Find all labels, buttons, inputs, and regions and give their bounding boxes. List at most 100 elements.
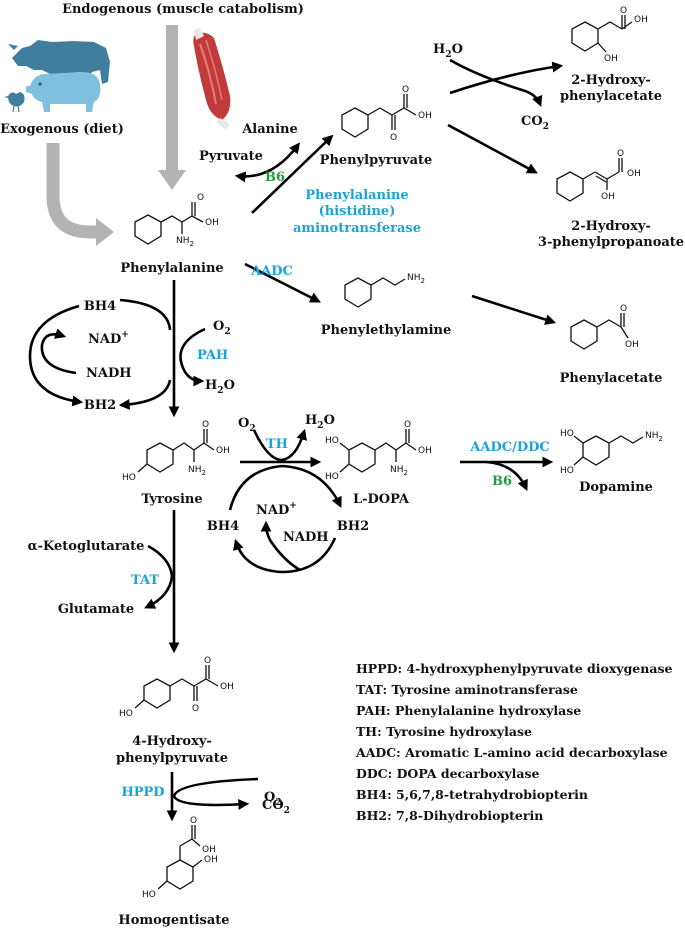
legend-item: AADC: Aromatic L-amino acid decarboxylas… [355, 745, 668, 760]
atom-oh: OH [216, 446, 230, 456]
atom-ho: HO [142, 890, 156, 900]
hydroxyphenylpyruvate-label-2: phenylpyruvate [116, 751, 228, 766]
phenylethylamine-to-phenylacetate-arrow [471, 294, 557, 325]
hppd-o2-co2-arc [172, 777, 259, 810]
homogentisate-structure: O OH OH HO [142, 816, 218, 900]
h2o-label: H2O [305, 413, 335, 431]
atom-oh: OH [601, 192, 615, 202]
atom-oh: OH [418, 111, 432, 121]
pyruvate-alanine-arc [234, 142, 300, 183]
endogenous-label: Endogenous (muscle catabolism) [62, 2, 304, 17]
bh2-left-arc [28, 355, 84, 407]
ldopa-label: L-DOPA [353, 492, 410, 507]
atom-nh2: NH2 [176, 236, 194, 248]
h2o-label: H2O [433, 42, 463, 60]
atom-oh: OH [220, 682, 234, 692]
pat-label-1: Phenylalanine [305, 188, 408, 203]
phenylethylamine-label: Phenylethylamine [321, 323, 452, 338]
dopamine-structure: NH2 HO HO [560, 429, 663, 476]
atom-oh: OH [634, 15, 648, 25]
bh2-label: BH2 [337, 519, 369, 534]
tat-arc [144, 544, 174, 609]
alpha-ketoglutarate-label: α-Ketoglutarate [28, 539, 145, 554]
glutamate-label: Glutamate [58, 602, 134, 617]
hydroxyphenylpyruvate-structure: O O OH HO [119, 656, 234, 719]
atom-o: O [404, 420, 411, 430]
nadh-nad-arc [40, 328, 77, 375]
legend-item: BH4: 5,6,7,8-tetrahydrobiopterin [356, 787, 588, 802]
bh2-label: BH2 [84, 398, 116, 413]
atom-nh2: NH2 [390, 465, 408, 477]
nadh-label: NADH [283, 530, 329, 545]
co2-label: CO2 [521, 114, 549, 132]
atom-oh: OH [625, 340, 639, 350]
th-o2-h2o-arc [252, 428, 307, 462]
phenylalanine-to-phenylethylamine-arrow [244, 262, 321, 303]
o2-label: O2 [238, 416, 256, 434]
chicken-icon [4, 92, 25, 113]
bh4-to-pah [119, 298, 172, 331]
b6-label: B6 [265, 170, 285, 185]
endogenous-arrow [158, 25, 186, 190]
atom-o: O [204, 656, 211, 666]
b6-decarboxylation-arc [485, 460, 528, 491]
th-bh4-bh2-arc [228, 464, 342, 511]
hydroxyphenylacetate-label-2: phenylacetate [560, 89, 662, 104]
phenylpyruvate-structure: O O OH [341, 85, 432, 143]
atom-nh2: NH2 [407, 273, 425, 285]
bh4-left-arc [28, 304, 80, 357]
nad-label: NAD+ [88, 330, 129, 347]
atom-nh2: NH2 [645, 431, 663, 443]
phenylethylamine-structure: NH2 [344, 273, 425, 308]
b6-label: B6 [492, 474, 512, 489]
aadc-label: AADC [250, 264, 293, 279]
hydroxyphenylpropanoate-label-1: 2-Hydroxy- [571, 219, 651, 234]
atom-o: O [390, 133, 397, 143]
aadc-ddc-label: AADC/DDC [469, 440, 549, 455]
bh4-label: BH4 [207, 519, 239, 534]
abbreviation-legend: HPPD: 4-hydroxyphenylpyruvate dioxygenas… [355, 661, 672, 823]
tyrosine-structure: O OH NH2 HO [122, 420, 230, 483]
phenylacetate-structure: O OH [570, 304, 639, 350]
atom-ho: HO [560, 429, 574, 439]
atom-o: O [197, 193, 204, 203]
hydroxyphenylpyruvate-label-1: 4-Hydroxy- [132, 734, 212, 749]
atom-o: O [202, 420, 209, 430]
atom-nh2: NH2 [188, 465, 206, 477]
atom-o: O [192, 704, 199, 714]
atom-oh: OH [204, 855, 218, 865]
legend-item: TH: Tyrosine hydroxylase [356, 724, 532, 739]
hydroxyphenylacetate-structure: O OH OH [571, 6, 648, 64]
legend-item: PAH: Phenylalanine hydroxylase [356, 703, 581, 718]
nadh-label: NADH [86, 366, 132, 381]
atom-o: O [190, 816, 197, 826]
homogentisate-label: Homogentisate [118, 913, 229, 928]
alanine-label: Alanine [241, 122, 298, 137]
h2o-label: H2O [205, 378, 235, 396]
atom-ho: HO [325, 472, 339, 482]
hydroxyphenylacetate-label-1: 2-Hydroxy- [571, 73, 651, 88]
atom-oh: OH [604, 54, 618, 64]
tyrosine-label: Tyrosine [141, 492, 202, 507]
atom-o: O [402, 85, 409, 95]
hydroxyphenylpropanoate-structure: O OH OH [556, 149, 641, 202]
atom-o: O [620, 304, 627, 314]
pat-label-3: aminotransferase [293, 221, 421, 236]
phenylalanine-label: Phenylalanine [120, 261, 223, 276]
phenylpyruvate-label: Phenylpyruvate [320, 153, 433, 168]
atom-oh: OH [202, 845, 216, 855]
th-bh2-bh4-arc [233, 537, 337, 574]
dopamine-label: Dopamine [579, 480, 653, 495]
muscle-icon [193, 28, 231, 130]
pah-o2-h2o-arc [179, 327, 206, 387]
co2-label: CO2 [262, 798, 290, 816]
atom-o: O [620, 6, 627, 16]
phenylpyruvate-to-hydroxyphenylpropanoate-arrow [447, 123, 538, 174]
atom-oh: OH [627, 169, 641, 179]
th-nadh-nad-arc [260, 520, 301, 572]
tat-label: TAT [131, 573, 159, 588]
atom-ho: HO [119, 709, 133, 719]
pig-icon [26, 72, 101, 112]
